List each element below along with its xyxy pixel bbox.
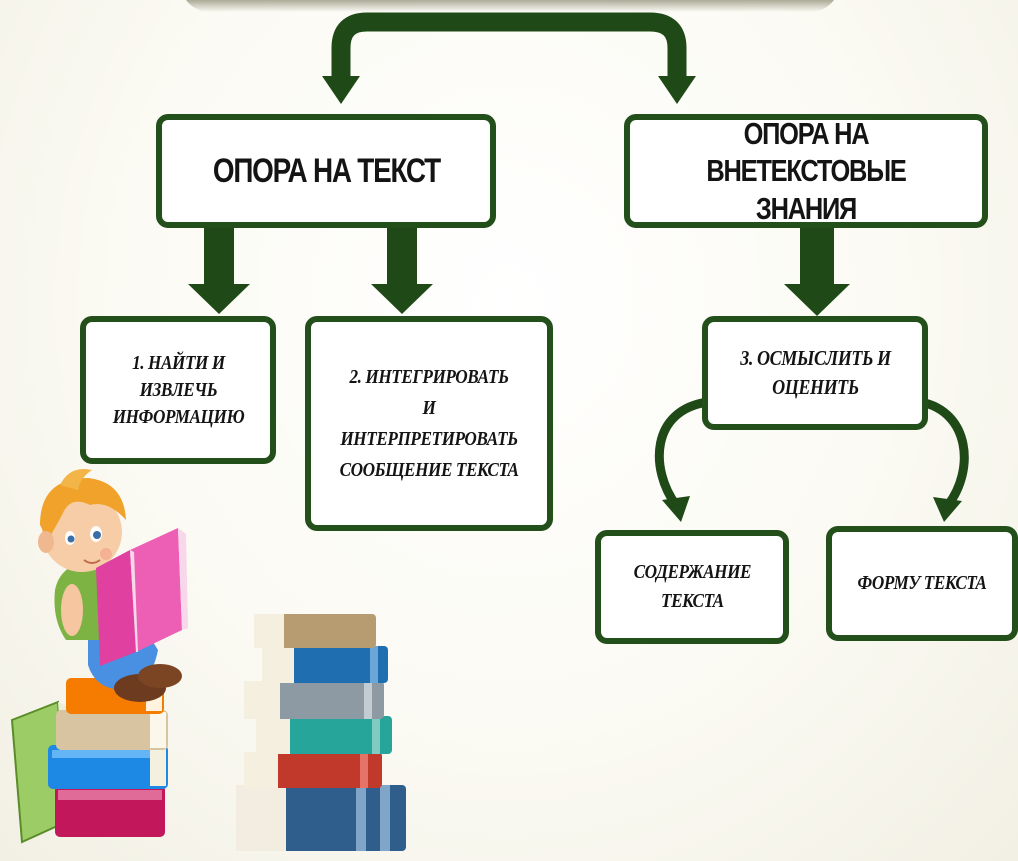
arrow-to-integrate <box>371 284 433 314</box>
curve-to-form <box>916 397 969 510</box>
node-content: СОДЕРЖАНИЕ ТЕКСТА <box>595 530 789 644</box>
stem-to-understand <box>800 228 834 290</box>
node-understand-evaluate-label: 3. ОСМЫСЛИТЬ И ОЦЕНИТЬ <box>739 345 891 399</box>
cropped-title-band <box>180 0 840 12</box>
node-content-label: СОДЕРЖАНИЕ ТЕКСТА <box>633 561 751 612</box>
cropped-title-shape <box>180 0 840 12</box>
node-find-extract: 1. НАЙТИ И ИЗВЛЕЧЬ ИНФОРМАЦИЮ <box>80 316 276 464</box>
arrow-to-understand <box>784 284 850 316</box>
arrow-to-find-extract <box>188 284 250 314</box>
arrow-to-form <box>933 497 962 522</box>
stem-to-integrate <box>387 228 417 288</box>
child-reading-icon <box>38 469 188 702</box>
node-outside-knowledge: ОПОРА НА ВНЕТЕКСТОВЫЕ ЗНАНИЯ <box>624 114 988 228</box>
node-integrate-interpret-label: 2. ИНТЕГРИРОВАТЬ И ИНТЕРПРЕТИРОВАТЬ СООБ… <box>339 365 519 481</box>
book-stack-icon <box>236 614 406 851</box>
arrow-to-text-basis <box>322 76 360 104</box>
node-understand-evaluate: 3. ОСМЫСЛИТЬ И ОЦЕНИТЬ <box>702 316 928 430</box>
node-find-extract-label: 1. НАЙТИ И ИЗВЛЕЧЬ ИНФОРМАЦИЮ <box>112 351 244 428</box>
node-text-basis: ОПОРА НА ТЕКСТ <box>156 114 496 228</box>
arrow-to-content <box>662 496 690 522</box>
top-fork-line <box>331 12 687 90</box>
arrow-to-outside-knowledge <box>658 76 696 104</box>
node-integrate-interpret: 2. ИНТЕГРИРОВАТЬ И ИНТЕРПРЕТИРОВАТЬ СООБ… <box>305 316 553 531</box>
child-book-pile <box>10 678 168 844</box>
node-form: ФОРМУ ТЕКСТА <box>826 526 1018 641</box>
stem-to-find-extract <box>204 228 234 288</box>
node-text-basis-label: ОПОРА НА ТЕКСТ <box>212 151 441 190</box>
node-form-label: ФОРМУ ТЕКСТА <box>857 572 987 594</box>
curve-to-content <box>654 397 713 510</box>
node-outside-knowledge-label: ОПОРА НА ВНЕТЕКСТОВЫЕ ЗНАНИЯ <box>706 116 906 226</box>
